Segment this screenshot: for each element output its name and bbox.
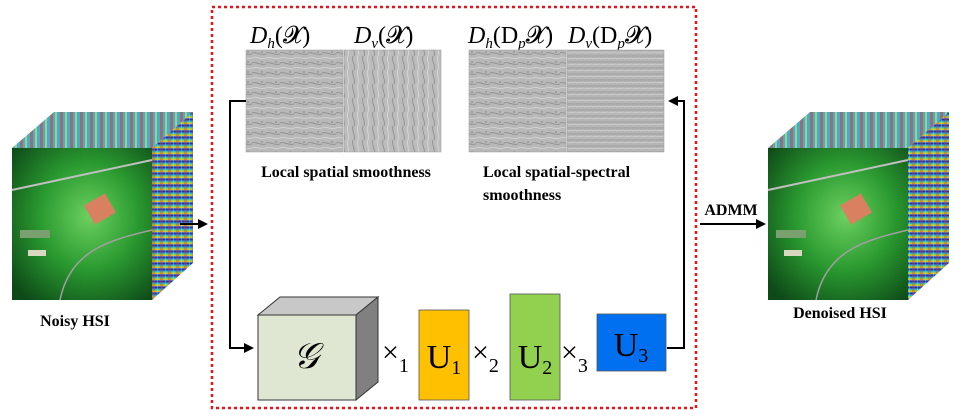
noisy-cube-field-2 xyxy=(28,250,46,256)
denoised-hsi-cube xyxy=(767,112,949,301)
noisy-cube-road xyxy=(11,159,153,191)
admm-label: ADMM xyxy=(704,202,757,219)
left-connector-arrow xyxy=(229,100,254,353)
factor-u3-label: U3 xyxy=(614,327,649,367)
factor-u3 xyxy=(596,313,667,372)
denoised-hsi-label: Denoised HSI xyxy=(793,305,887,322)
denoised-cube-field xyxy=(776,230,806,238)
factor-u1-label: U1 xyxy=(427,339,462,379)
noisy-cube-side-face xyxy=(152,112,193,300)
core-tensor-side xyxy=(355,295,379,402)
noisy-hsi-cube xyxy=(11,112,193,301)
spectral-caption-line2: smoothness xyxy=(483,187,561,204)
denoised-cube-front-image xyxy=(768,148,908,300)
spectral-gradient-group: Dh(Dp𝓧) Dv(Dp𝓧) Local spatial-spectral s… xyxy=(467,23,665,204)
dh-x-label: Dh(𝓧) xyxy=(249,23,310,52)
model-frame xyxy=(210,5,698,410)
denoised-cube-path xyxy=(815,229,909,301)
factor-u2 xyxy=(509,293,561,401)
tucker-decomposition: 𝒢 ×1 U1 ×2 U2 ×3 U3 xyxy=(256,293,667,402)
mode2-product: ×2 xyxy=(472,336,499,377)
denoised-cube-field-2 xyxy=(784,250,802,256)
noisy-cube-field xyxy=(20,230,50,238)
core-tensor-front xyxy=(257,314,357,401)
noisy-cube-front-image xyxy=(12,148,152,300)
factor-u1 xyxy=(418,309,470,401)
dv-dp-x-label: Dv(Dp𝓧) xyxy=(567,23,652,52)
right-connector-arrow xyxy=(667,96,685,349)
dv-x-label: Dv(𝓧) xyxy=(353,23,413,52)
spatial-gradient-group: Dh(𝓧) Dv(𝓧) Local spatial smoothness xyxy=(245,23,442,181)
denoised-cube-building xyxy=(840,193,872,225)
factor-u2-label: U2 xyxy=(518,339,553,379)
noisy-cube-building xyxy=(84,193,116,225)
dh-x-image xyxy=(245,49,344,153)
noisy-cube-path xyxy=(59,229,153,301)
dv-dp-x-image xyxy=(566,49,665,153)
dv-x-image xyxy=(343,49,442,153)
noisy-cube-top-face xyxy=(12,112,193,148)
denoised-cube-top-face xyxy=(768,112,949,148)
dh-dp-x-label: Dh(Dp𝓧) xyxy=(467,23,553,52)
dh-dp-x-image xyxy=(468,49,567,153)
spatial-caption: Local spatial smoothness xyxy=(261,164,431,181)
mode1-product: ×1 xyxy=(382,336,409,377)
denoised-cube-road xyxy=(767,159,909,191)
noisy-hsi-label: Noisy HSI xyxy=(40,313,110,330)
mode3-product: ×3 xyxy=(561,336,588,377)
spectral-caption-line1: Local spatial-spectral xyxy=(483,164,631,181)
denoised-cube-side-face xyxy=(908,112,949,300)
